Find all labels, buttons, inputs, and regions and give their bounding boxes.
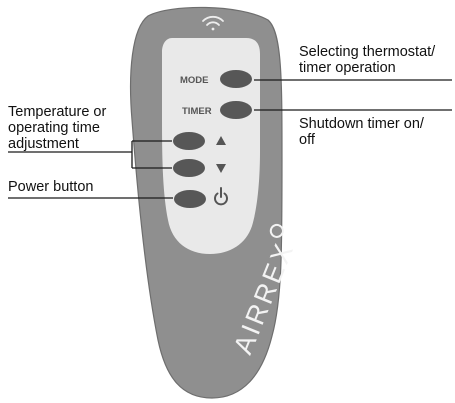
power-callout: Power button xyxy=(8,179,93,195)
power-callout-line-1: Power button xyxy=(8,179,94,195)
power-button[interactable] xyxy=(174,190,206,208)
adjust-callout-line-1: Temperature or xyxy=(8,104,107,120)
mode-callout: Selecting thermostat/ timer operation xyxy=(299,44,435,76)
mode-callout-line-2: timer operation xyxy=(299,60,396,76)
callout-lines xyxy=(8,79,452,199)
adjust-callout-line-2: operating time xyxy=(8,120,100,136)
up-button[interactable] xyxy=(173,132,205,150)
arrow-down-icon xyxy=(216,164,226,173)
wifi-icon xyxy=(202,15,224,31)
mode-callout-line-1: Selecting thermostat/ xyxy=(299,44,436,60)
adjust-callout-line-3: adjustment xyxy=(8,136,79,152)
timer-callout-line-2: off xyxy=(299,132,315,148)
mode-button[interactable] xyxy=(220,70,252,88)
timer-callout: Shutdown timer on/ off xyxy=(299,116,424,148)
arrow-up-icon xyxy=(216,136,226,145)
adjust-callout: Temperature or operating time adjustment xyxy=(8,104,106,152)
mode-label: MODE xyxy=(180,75,209,86)
timer-callout-line-1: Shutdown timer on/ xyxy=(299,116,424,132)
timer-button[interactable] xyxy=(220,101,252,119)
power-icon xyxy=(214,187,228,206)
timer-label: TIMER xyxy=(182,106,212,117)
down-button[interactable] xyxy=(173,159,205,177)
